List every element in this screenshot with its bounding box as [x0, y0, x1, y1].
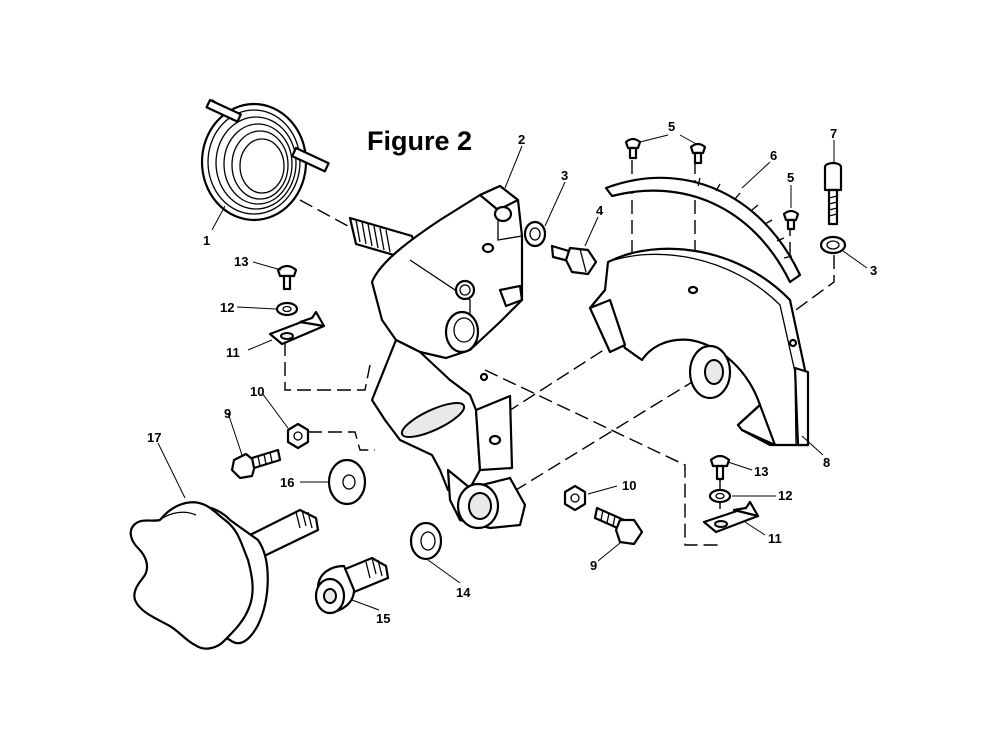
bevel-scale [604, 176, 802, 284]
screw-5b [689, 142, 707, 165]
callout-4: 4 [596, 203, 604, 218]
hex-bolt-9b [593, 506, 644, 546]
callout-17: 17 [147, 430, 161, 445]
torsion-spring [200, 98, 330, 222]
lobed-knob [129, 501, 320, 650]
callout-9-right: 9 [590, 558, 597, 573]
clamp-plate-11a [268, 310, 326, 346]
callout-13-right: 13 [754, 464, 768, 479]
lock-washer-a [523, 220, 547, 248]
callout-13-left: 13 [234, 254, 248, 269]
callout-3-right: 3 [870, 263, 877, 278]
callout-5-top: 5 [668, 119, 675, 134]
hex-nut-10a [286, 422, 310, 450]
callout-15: 15 [376, 611, 390, 626]
callout-1: 1 [203, 233, 210, 248]
screw-13b [709, 454, 731, 481]
callout-2: 2 [518, 132, 525, 147]
figure-title: Figure 2 [367, 126, 472, 156]
screw-13a [276, 264, 298, 291]
callout-12-left: 12 [220, 300, 234, 315]
socket-cap-screw [823, 161, 843, 226]
hex-bolt-9a [230, 448, 282, 480]
shoulder-screw [314, 556, 390, 615]
screw-5c [782, 209, 800, 231]
washer-14 [409, 521, 443, 561]
callout-16: 16 [280, 475, 294, 490]
callout-labels: 1 2 3 3 4 5 5 6 7 8 9 9 10 10 11 11 12 1… [147, 119, 877, 626]
callout-14: 14 [456, 585, 471, 600]
bevel-bracket [348, 184, 527, 530]
callout-8: 8 [823, 455, 830, 470]
callout-7: 7 [830, 126, 837, 141]
hex-nut-10b [563, 484, 587, 512]
washer-16 [327, 458, 367, 506]
callout-3-upper: 3 [561, 168, 568, 183]
callout-10-left: 10 [250, 384, 264, 399]
flat-washer-12b [708, 488, 732, 504]
hex-bolt [550, 244, 598, 276]
callout-11-right: 11 [768, 531, 782, 546]
callout-9-left: 9 [224, 406, 231, 421]
callout-10-right: 10 [622, 478, 636, 493]
flat-washer-12a [275, 301, 299, 317]
bevel-support [588, 247, 810, 447]
callout-6: 6 [770, 148, 777, 163]
lock-washer-b [819, 235, 847, 255]
clamp-plate-11b [702, 500, 760, 534]
leader-lines [157, 134, 868, 611]
callout-11-left: 11 [226, 345, 240, 360]
screw-5a [624, 137, 642, 160]
callout-12-right: 12 [778, 488, 792, 503]
callout-5-right: 5 [787, 170, 794, 185]
